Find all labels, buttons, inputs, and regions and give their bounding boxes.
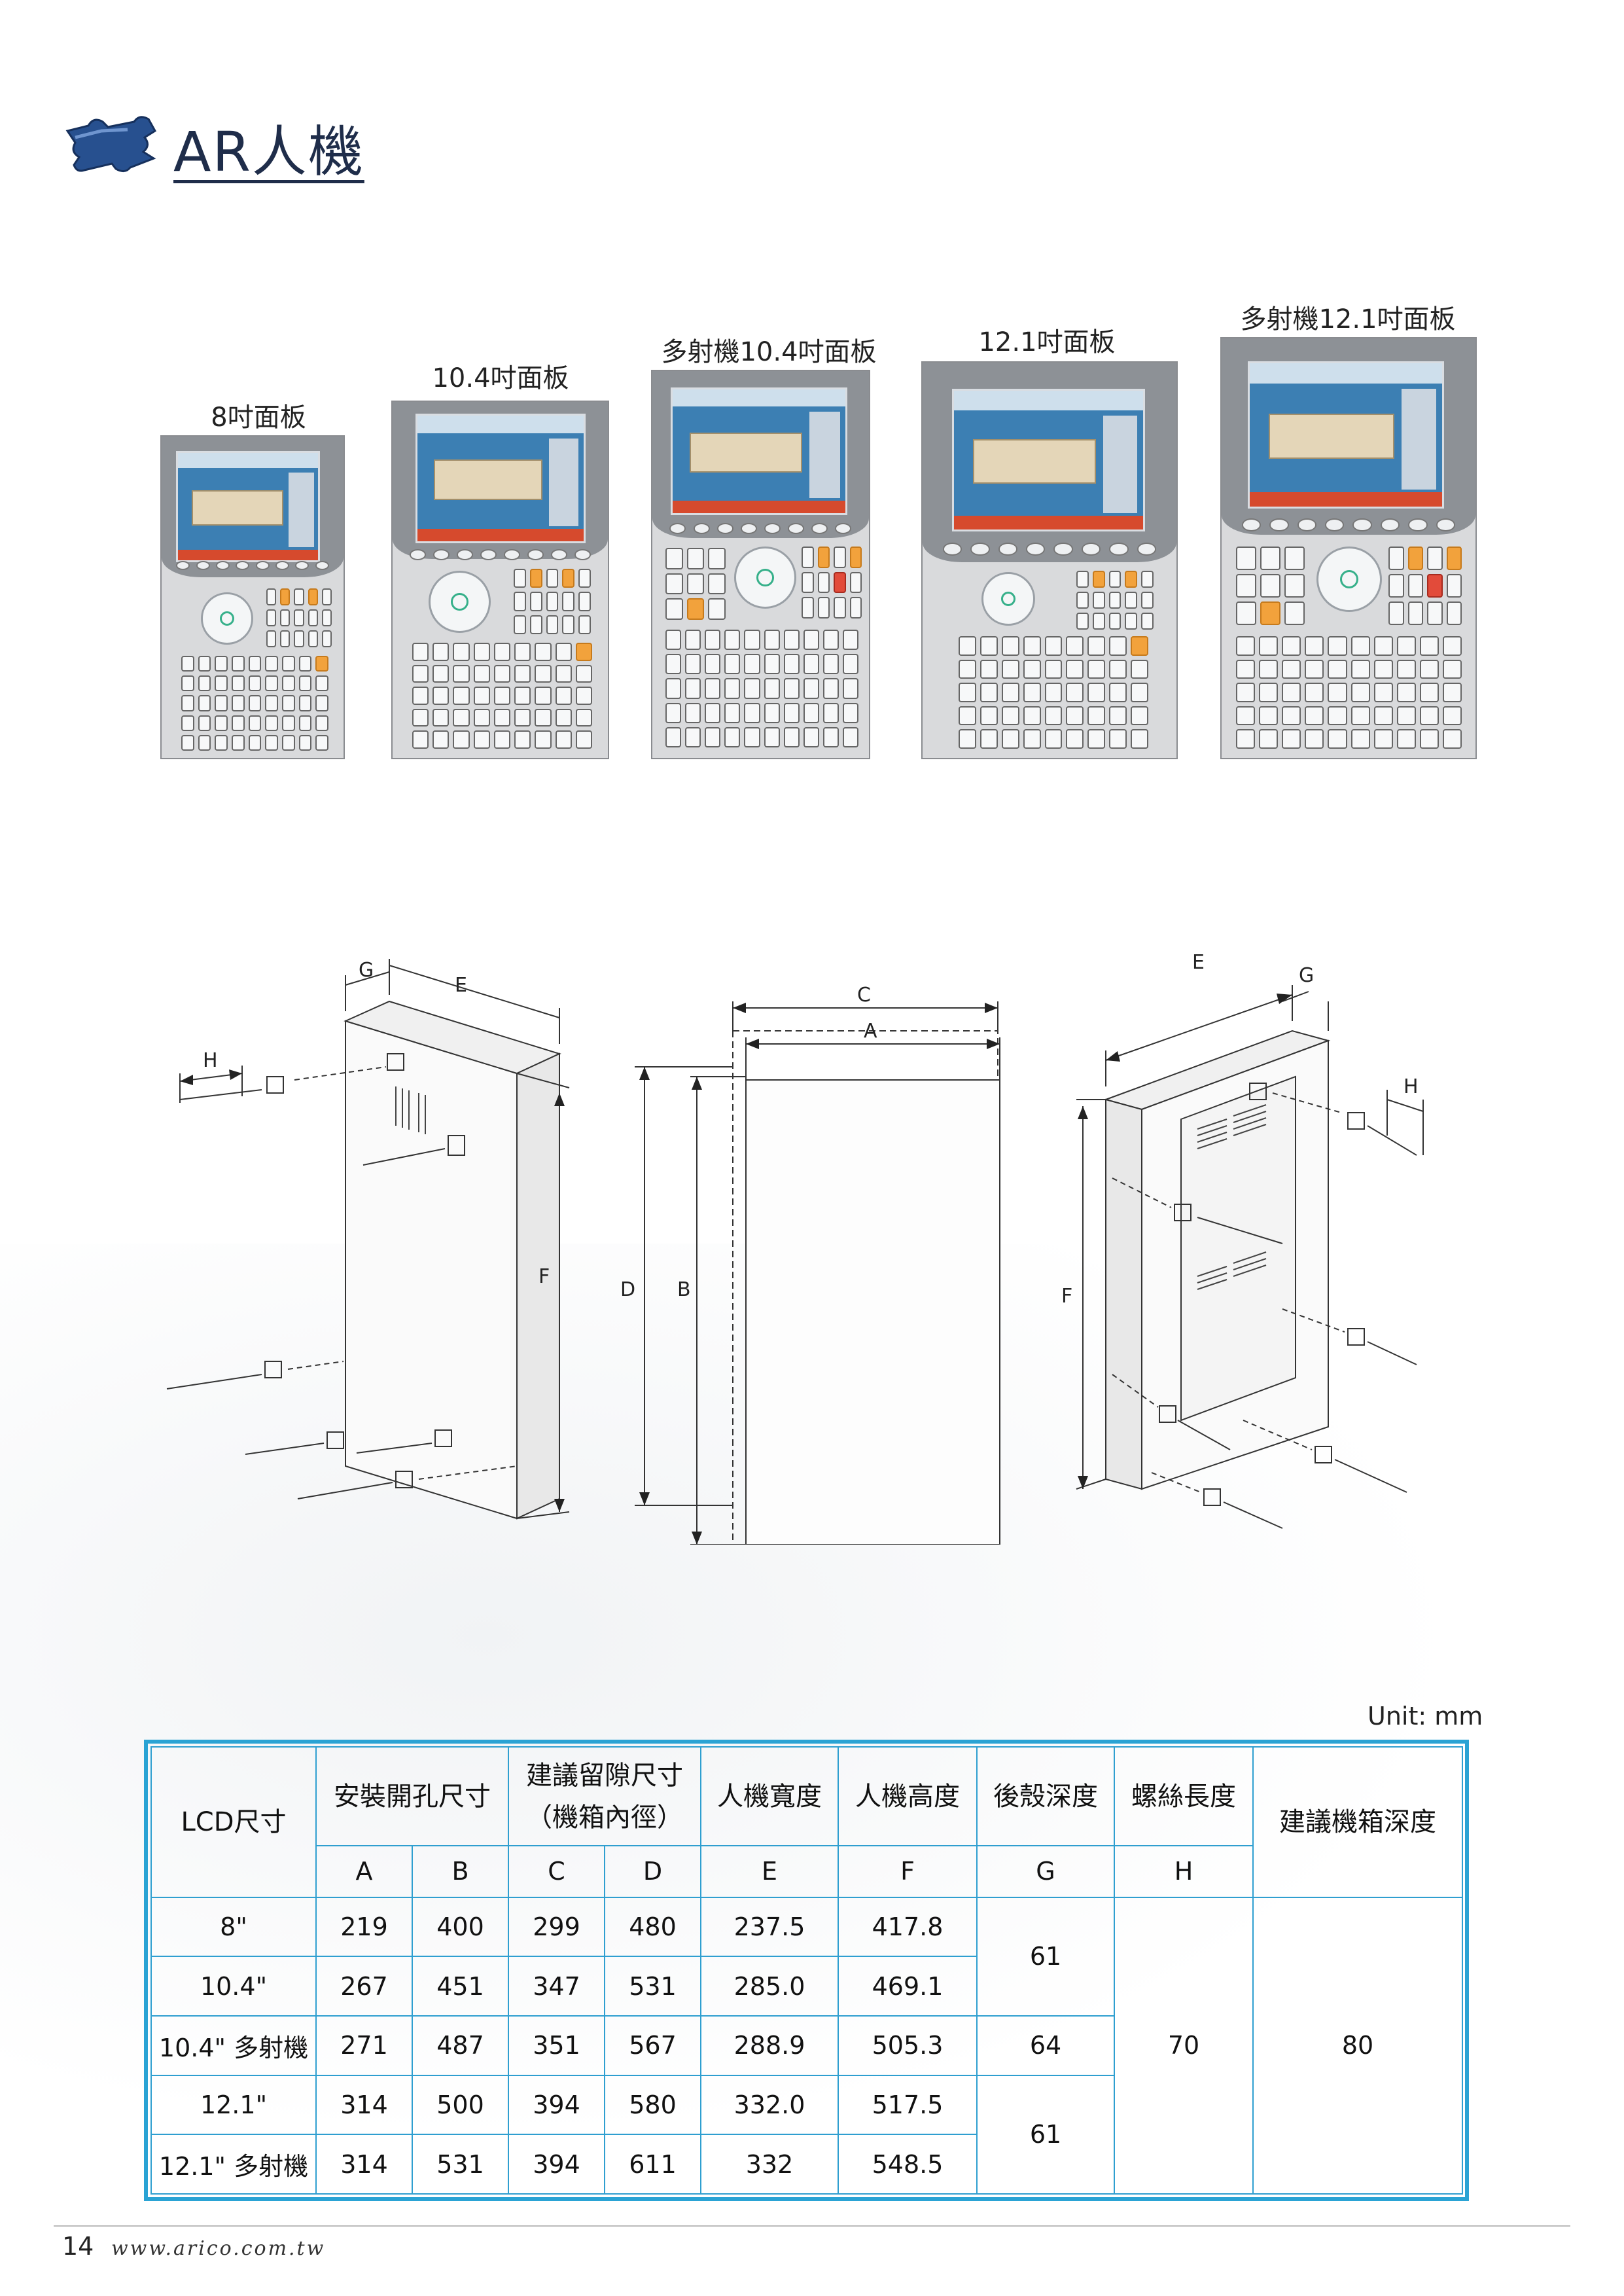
- dim-label-f-left: F: [538, 1265, 550, 1288]
- cell-d: 611: [604, 2134, 701, 2195]
- spec-table: LCD尺寸 安裝開孔尺寸 建議留隙尺寸 （機箱內徑） 人機寬度 人機高度 後殼深…: [150, 1746, 1463, 2195]
- dim-label-h-left: H: [203, 1049, 218, 1072]
- dimension-drawings: C A D B G E H F E G H F: [166, 951, 1424, 1545]
- cell-c: 299: [508, 1896, 605, 1958]
- header: AR人機: [62, 98, 520, 190]
- cell-b: 451: [412, 1956, 509, 2017]
- subheader-c: C: [508, 1845, 605, 1898]
- cell-f: 417.8: [838, 1896, 978, 1958]
- dim-label-d: D: [620, 1278, 635, 1301]
- dim-label-e-right: E: [1192, 951, 1205, 974]
- subheader-f: F: [838, 1845, 978, 1898]
- footer-divider: [54, 2225, 1570, 2227]
- cell-a: 314: [315, 2134, 413, 2195]
- subheader-a: A: [315, 1845, 413, 1898]
- dim-label-b: B: [677, 1278, 691, 1301]
- subheader-h: H: [1114, 1845, 1254, 1898]
- subheader-g: G: [976, 1845, 1115, 1898]
- cell-g-merged: 61: [976, 1896, 1115, 2017]
- cell-c: 351: [508, 2015, 605, 2076]
- dim-label-g-right: G: [1299, 964, 1314, 987]
- dim-label-g-left: G: [359, 959, 374, 982]
- header-clearance: 建議留隙尺寸 （機箱內徑）: [508, 1746, 701, 1847]
- table-row: 12.1" 314 500 394 580 332.0 517.5 61: [150, 2074, 1462, 2195]
- cell-f: 517.5: [838, 2074, 978, 2136]
- header-height: 人機高度: [838, 1746, 978, 1847]
- dim-label-c: C: [857, 984, 871, 1007]
- cell-d: 580: [604, 2074, 701, 2136]
- subheader-b: B: [412, 1845, 509, 1898]
- cell-h-merged: 70: [1114, 1896, 1254, 2195]
- page-number: 14: [62, 2232, 94, 2261]
- cell-d: 480: [604, 1896, 701, 1958]
- cell-lcd: 12.1" 多射機: [150, 2134, 317, 2195]
- cell-e: 237.5: [700, 1896, 839, 1958]
- spec-table-frame: LCD尺寸 安裝開孔尺寸 建議留隙尺寸 （機箱內徑） 人機寬度 人機高度 後殼深…: [144, 1740, 1469, 2201]
- header-cutout: 安裝開孔尺寸: [315, 1746, 509, 1847]
- cell-b: 531: [412, 2134, 509, 2195]
- table-row: 12.1" 多射機 314 531 394 611 332 548.5: [150, 2134, 1462, 2195]
- panel-photo-multi-12-1: [1220, 337, 1477, 759]
- cell-lcd: 10.4" 多射機: [150, 2015, 317, 2076]
- cell-lcd: 12.1": [150, 2074, 317, 2136]
- cell-g-merged: 61: [976, 2074, 1115, 2195]
- dim-label-h-right: H: [1403, 1075, 1419, 1098]
- cell-a: 271: [315, 2015, 413, 2076]
- table-row: 10.4" 多射機 271 487 351 567 288.9 505.3 64: [150, 2015, 1462, 2076]
- cell-a: 219: [315, 1896, 413, 1958]
- cell-g: 64: [976, 2015, 1115, 2076]
- cell-e: 332: [700, 2134, 839, 2195]
- cell-lcd: 10.4": [150, 1956, 317, 2017]
- subheader-d: D: [604, 1845, 701, 1898]
- table-row: 10.4" 267 451 347 531 285.0 469.1: [150, 1956, 1462, 2017]
- cell-a: 314: [315, 2074, 413, 2136]
- cell-e: 332.0: [700, 2074, 839, 2136]
- header-width: 人機寬度: [700, 1746, 839, 1847]
- header-cabinet: 建議機箱深度: [1252, 1746, 1463, 1898]
- panel-caption-multi-10-4: 多射機10.4吋面板: [661, 337, 877, 367]
- cell-c: 394: [508, 2074, 605, 2136]
- cell-e: 285.0: [700, 1956, 839, 2017]
- cell-d: 531: [604, 1956, 701, 2017]
- header-clearance-line1: 建議留隙尺寸: [526, 1760, 683, 1791]
- cell-a: 267: [315, 1956, 413, 2017]
- header-lcd: LCD尺寸: [150, 1746, 317, 1898]
- puzzle-logo-icon: [65, 116, 157, 172]
- unit-label: Unit: mm: [1368, 1702, 1483, 1731]
- header-screw: 螺絲長度: [1114, 1746, 1254, 1847]
- cell-e: 288.9: [700, 2015, 839, 2076]
- cell-b: 487: [412, 2015, 509, 2076]
- website-link[interactable]: www.arico.com.tw: [111, 2237, 326, 2260]
- header-clearance-line2: （機箱內徑）: [526, 1802, 683, 1833]
- dim-label-f-right: F: [1061, 1285, 1072, 1308]
- cell-cabinet-merged: 80: [1252, 1896, 1463, 2195]
- cell-c: 347: [508, 1956, 605, 2017]
- table-row: 8" 219 400 299 480 237.5 417.8 61 70 80: [150, 1896, 1463, 2195]
- panel-caption-multi-12-1: 多射機12.1吋面板: [1240, 304, 1456, 334]
- cell-b: 400: [412, 1896, 509, 1958]
- dim-label-e-left: E: [455, 974, 467, 997]
- cell-f: 548.5: [838, 2134, 978, 2195]
- cell-b: 500: [412, 2074, 509, 2136]
- panel-photo-10-4: [391, 401, 609, 759]
- panel-caption-10-4: 10.4吋面板: [432, 363, 569, 393]
- header-depth: 後殼深度: [976, 1746, 1115, 1847]
- cell-c: 394: [508, 2134, 605, 2195]
- subheader-e: E: [700, 1845, 839, 1898]
- cell-f: 469.1: [838, 1956, 978, 2017]
- panel-caption-12-1: 12.1吋面板: [978, 327, 1116, 357]
- panel-photo-multi-10-4: [651, 370, 870, 759]
- cell-f: 505.3: [838, 2015, 978, 2076]
- panel-photo-8: [160, 435, 345, 759]
- panel-caption-8: 8吋面板: [211, 403, 306, 433]
- dim-label-a: A: [864, 1020, 877, 1043]
- cell-d: 567: [604, 2015, 701, 2076]
- panel-photo-12-1: [921, 361, 1178, 759]
- page-title: AR人機: [173, 120, 364, 184]
- cell-lcd: 8": [150, 1896, 317, 1958]
